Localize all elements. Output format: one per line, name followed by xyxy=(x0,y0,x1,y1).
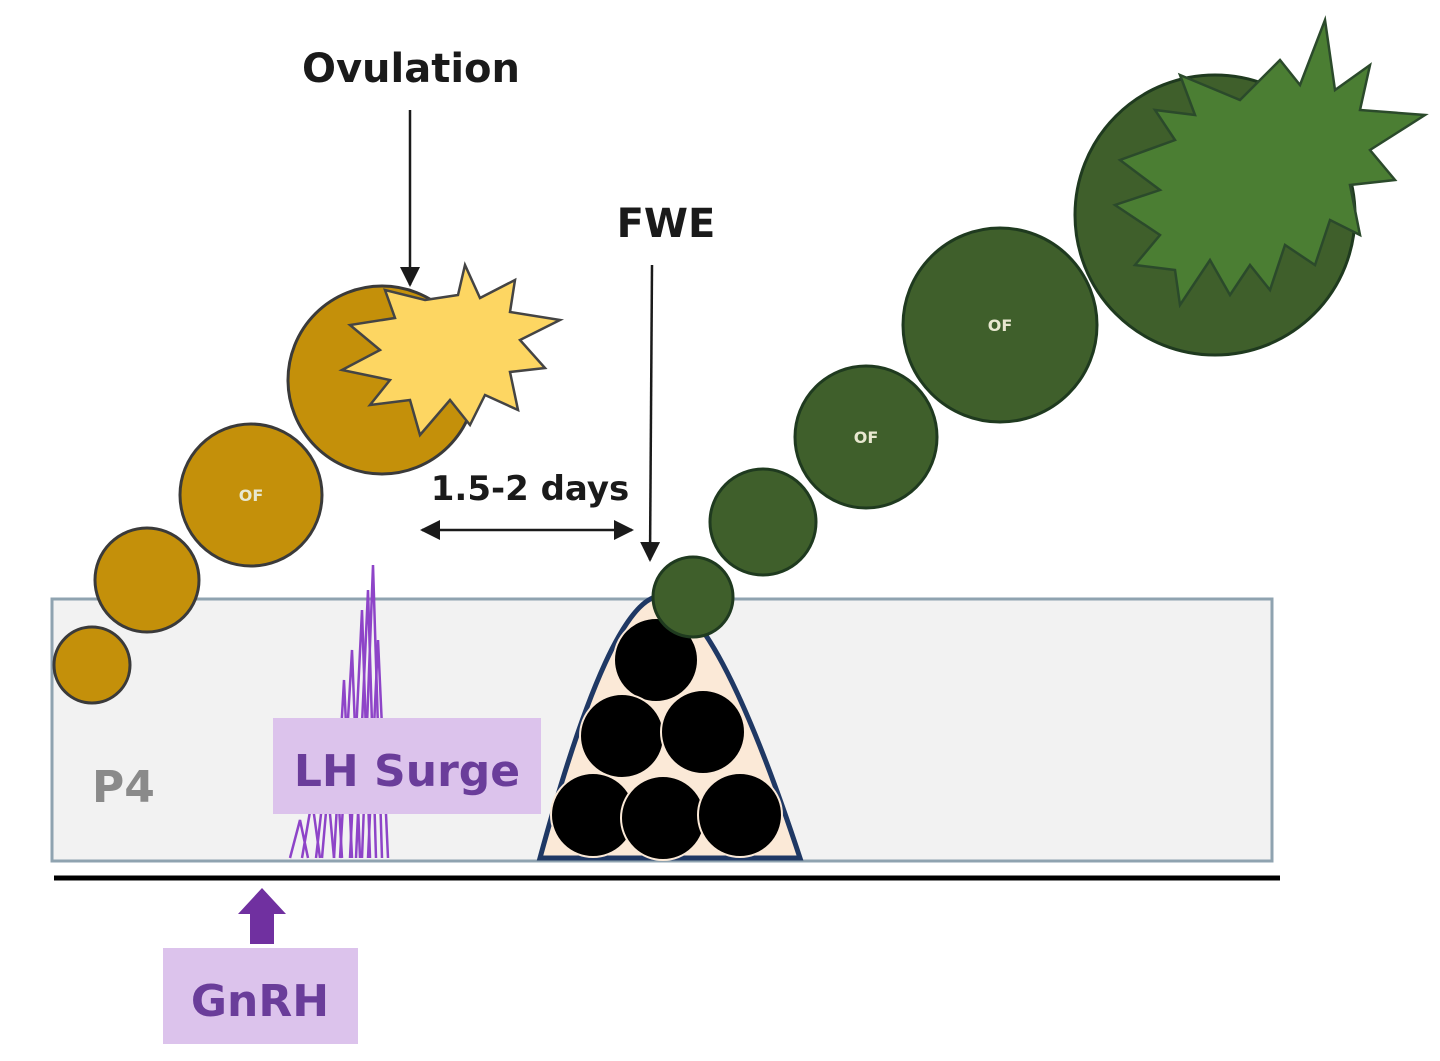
green-follicle-2 xyxy=(708,467,818,577)
gold-follicle-2 xyxy=(93,526,201,634)
gnrh-arrow xyxy=(238,888,286,944)
cohort-follicle xyxy=(613,617,699,703)
of-label-green-2: OF xyxy=(988,316,1013,335)
green-follicle-4 xyxy=(901,226,1099,424)
gnrh-label: GnRH xyxy=(191,976,329,1027)
green-follicle-3 xyxy=(793,364,939,510)
cohort-follicle xyxy=(697,772,783,858)
gnrh-box xyxy=(163,948,358,1044)
recruited-follicles xyxy=(550,617,783,861)
cohort-follicle xyxy=(579,693,665,779)
cohort-follicle xyxy=(660,689,746,775)
fwe-arrow xyxy=(640,264,661,562)
p4-label: P4 xyxy=(92,762,155,813)
ovulation-burst xyxy=(338,261,565,438)
lh-surge-label: LH Surge xyxy=(294,746,520,797)
lh-surge-box xyxy=(273,718,541,814)
cohort-follicle xyxy=(620,775,706,861)
green-burst xyxy=(1112,15,1429,309)
gold-follicle-3 xyxy=(178,422,324,568)
ovulation-label: Ovulation xyxy=(302,46,520,92)
interval-label: 1.5-2 days xyxy=(431,469,629,509)
fwe-label: FWE xyxy=(617,201,716,247)
of-label-green-1: OF xyxy=(854,428,879,447)
green-follicle-1 xyxy=(651,555,735,639)
gold-follicle-1 xyxy=(52,625,132,705)
of-label-gold: OF xyxy=(239,486,264,505)
